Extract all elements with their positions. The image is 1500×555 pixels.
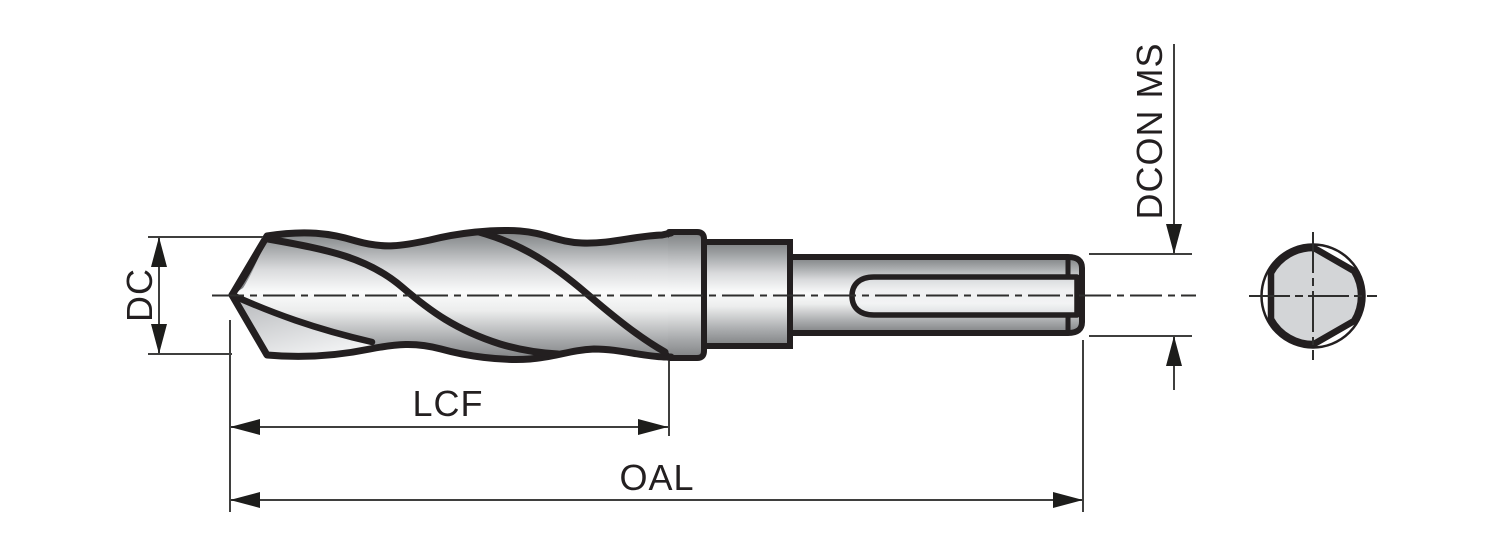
helix-line-2 — [475, 228, 669, 356]
neck-cylinder — [699, 239, 793, 349]
oal-label: OAL — [619, 457, 695, 498]
oal-arrow-left — [230, 492, 260, 508]
cutting-lip-edge — [228, 291, 376, 346]
dimension-oal — [229, 320, 1084, 512]
lcf-arrow-left — [230, 419, 260, 435]
flute-body — [232, 230, 668, 360]
oal-arrow-right — [1053, 492, 1083, 508]
flute-bottom-outline — [228, 291, 675, 363]
shank-end-view — [1249, 232, 1377, 360]
dimension-annotations — [148, 44, 1192, 512]
dcon-arrow-up — [1166, 336, 1182, 366]
dcon-ms-label: DCON MS — [1129, 42, 1170, 220]
dimension-dcon-ms — [1089, 44, 1192, 390]
dc-label: DC — [119, 268, 160, 322]
dc-arrow-up — [151, 237, 167, 267]
lcf-arrow-right — [638, 419, 668, 435]
helix-line-1 — [264, 235, 562, 358]
dimension-dc — [148, 236, 263, 355]
drill-side-view — [212, 226, 1196, 363]
dc-arrow-down — [151, 324, 167, 354]
lcf-label: LCF — [412, 383, 484, 424]
flute-top-outline — [228, 226, 675, 299]
dimension-lcf — [230, 361, 670, 436]
point-facet-edge — [230, 240, 266, 297]
dcon-arrow-down — [1166, 224, 1182, 254]
